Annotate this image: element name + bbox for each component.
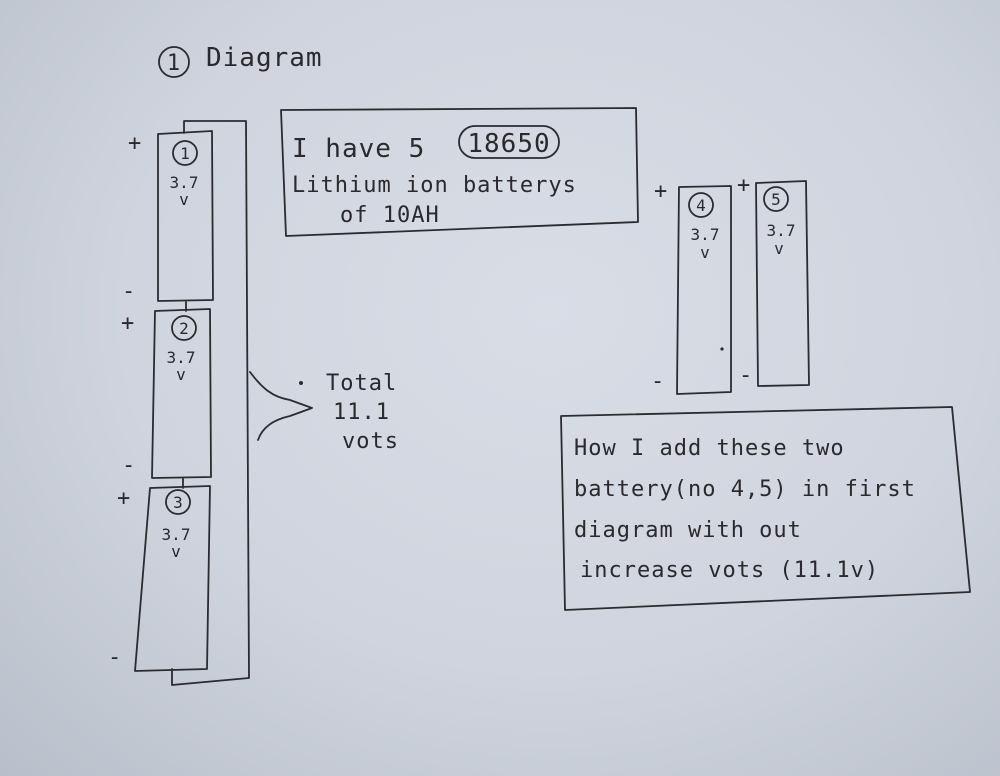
battery-1-number: 1 <box>180 144 190 163</box>
battery-3: 3 3.7 v + - <box>108 485 211 672</box>
note-top-line3: of 10AH <box>340 203 440 228</box>
battery-1-voltage: 3.7 <box>170 173 199 192</box>
battery-3-number: 3 <box>173 493 183 512</box>
note-bottom-line3: diagram with out <box>574 518 802 543</box>
battery-5-unit: v <box>774 239 784 258</box>
note-box-bottom-frame <box>560 406 971 611</box>
total-dot <box>299 381 303 385</box>
battery-5: 5 3.7 v + - <box>737 173 810 388</box>
header-number: 1 <box>167 51 181 76</box>
circled-model-outline <box>458 125 560 159</box>
total-voltage-group: Total 11.1 vots <box>249 371 399 454</box>
note-box-top-frame <box>280 107 639 237</box>
note-bottom-line2: battery(no 4,5) in first <box>574 477 916 502</box>
battery-4-unit: v <box>700 243 710 262</box>
battery-2: 2 3.7 v + - <box>121 308 212 479</box>
battery-2-body <box>151 308 212 479</box>
battery-5-body <box>755 180 810 387</box>
diagram-header: 1 Diagram <box>158 43 323 78</box>
total-brace <box>249 371 313 441</box>
battery-5-minus: - <box>739 363 752 388</box>
battery-2-voltage: 3.7 <box>167 348 196 367</box>
battery-4-number: 4 <box>696 196 706 215</box>
note-box-bottom: How I add these two battery(no 4,5) in f… <box>560 406 971 611</box>
battery-2-minus: - <box>122 453 135 478</box>
battery-1-unit: v <box>179 190 189 209</box>
battery-3-plus: + <box>117 486 130 511</box>
battery-2-plus: + <box>121 311 134 336</box>
battery-3-minus: - <box>108 645 121 670</box>
note-top-line1: I have 5 <box>292 134 425 164</box>
battery-5-plus: + <box>737 173 750 198</box>
battery-5-number-circle <box>763 186 789 212</box>
battery-3-body <box>134 485 211 672</box>
battery-5-voltage: 3.7 <box>767 221 796 240</box>
battery-4-number-circle <box>688 192 714 218</box>
battery-1: 1 3.7 v + - <box>122 130 214 304</box>
battery-3-voltage: 3.7 <box>162 525 191 544</box>
note-box-top: I have 5 18650 Lithium ion batterys of 1… <box>280 107 639 237</box>
total-unit: vots <box>342 429 399 454</box>
battery-1-number-circle <box>172 140 198 166</box>
battery-5-number: 5 <box>771 190 781 209</box>
battery-4: 4 3.7 v + - <box>651 179 732 395</box>
header-title: Diagram <box>206 43 323 73</box>
battery-4-plus: + <box>654 179 667 204</box>
header-number-circle <box>158 46 190 78</box>
battery-1-body <box>157 130 214 302</box>
note-bottom-line4: increase vots (11.1v) <box>580 558 879 583</box>
battery-4-voltage: 3.7 <box>691 225 720 244</box>
series-return-wire <box>171 120 250 686</box>
battery-3-number-circle <box>165 489 191 515</box>
battery-3-unit: v <box>171 542 181 561</box>
battery-4-body <box>676 185 732 395</box>
total-value: 11.1 <box>333 400 390 425</box>
total-label: Total <box>326 371 397 396</box>
battery-1-minus: - <box>122 279 135 304</box>
battery-2-number: 2 <box>179 319 189 338</box>
battery-4-minus: - <box>651 369 664 394</box>
battery-2-unit: v <box>176 365 186 384</box>
circled-model-number: 18650 <box>467 129 550 159</box>
battery-2-number-circle <box>171 315 197 341</box>
note-bottom-line1: How I add these two <box>574 436 845 461</box>
battery-1-plus: + <box>128 131 141 156</box>
note-top-line2: Lithium ion batterys <box>292 173 577 198</box>
battery-4-dot <box>720 347 724 351</box>
